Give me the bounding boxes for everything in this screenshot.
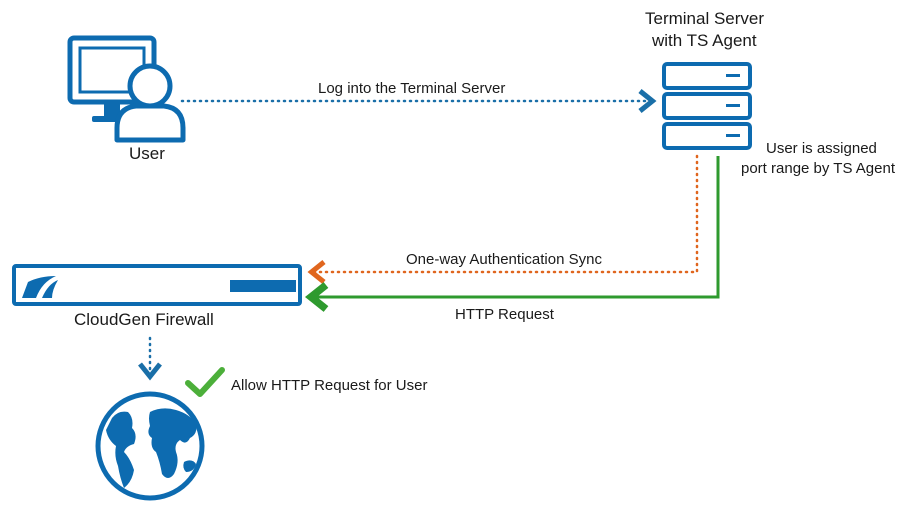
user-workstation-icon — [67, 35, 186, 143]
allow-label: Allow HTTP Request for User — [231, 377, 428, 394]
login-label: Log into the Terminal Server — [318, 80, 506, 97]
auth-sync-label: One-way Authentication Sync — [406, 251, 602, 268]
auth-sync-arrow — [307, 154, 699, 284]
checkmark-icon — [185, 367, 225, 397]
terminal-server-title-line1: Terminal Server — [645, 9, 765, 28]
firewall-appliance-icon — [12, 264, 302, 306]
user-label: User — [129, 144, 165, 163]
terminal-server-title-line2: with TS Agent — [652, 31, 757, 50]
http-request-label: HTTP Request — [455, 306, 554, 323]
server-stack-icon — [662, 62, 752, 150]
globe-icon — [95, 391, 205, 501]
port-range-label-line2: port range by TS Agent — [741, 160, 895, 177]
port-range-label-line1: User is assigned — [766, 140, 877, 157]
firewall-label: CloudGen Firewall — [74, 310, 214, 329]
http-request-arrow — [304, 156, 720, 312]
